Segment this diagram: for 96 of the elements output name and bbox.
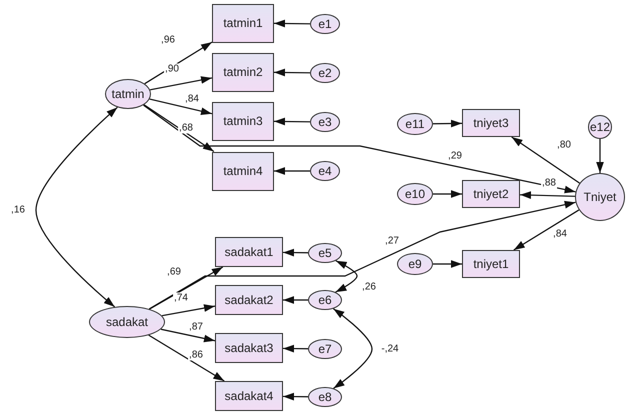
variable-name: tniyet3 bbox=[473, 116, 509, 130]
variable-name: sadakat2 bbox=[224, 293, 274, 307]
latent-variable-ellipse bbox=[310, 161, 340, 181]
coefficient-label: ,90 bbox=[164, 64, 180, 74]
arrow bbox=[143, 104, 576, 194]
observed-variable-box bbox=[215, 381, 283, 411]
latent-variable-ellipse bbox=[397, 183, 433, 205]
coefficient-label: ,26 bbox=[361, 282, 377, 292]
coefficient-label: ,86 bbox=[188, 350, 204, 360]
observed-variable-box bbox=[462, 180, 520, 208]
variable-name: sadakat bbox=[106, 315, 148, 329]
variable-name: tatmin4 bbox=[223, 164, 263, 178]
latent-variable-ellipse bbox=[310, 63, 340, 83]
observed-variable-box bbox=[462, 109, 520, 137]
latent-variable-ellipse bbox=[310, 112, 340, 132]
observed-variable-box bbox=[212, 52, 274, 92]
variable-name: e7 bbox=[318, 342, 332, 356]
arrow bbox=[150, 98, 212, 115]
latent-variable-ellipse bbox=[575, 173, 625, 221]
variable-name: e11 bbox=[405, 117, 425, 131]
covariance-arrow bbox=[333, 308, 373, 389]
coefficient-label: ,27 bbox=[384, 236, 400, 246]
observed-variable-box bbox=[212, 152, 274, 190]
variable-name: e10 bbox=[404, 187, 426, 201]
variable-name: e1 bbox=[318, 17, 332, 31]
arrow bbox=[283, 248, 308, 256]
coefficient-label: ,68 bbox=[178, 122, 194, 134]
coefficient-label: ,84 bbox=[184, 94, 200, 104]
arrow bbox=[283, 296, 308, 304]
arrow bbox=[432, 120, 462, 128]
arrow bbox=[511, 136, 580, 184]
variable-name: tniyet2 bbox=[473, 187, 509, 201]
variable-name: e12 bbox=[590, 120, 610, 134]
arrow bbox=[274, 68, 310, 76]
coefficient-label: ,16 bbox=[10, 204, 26, 216]
variable-name: e5 bbox=[318, 246, 332, 260]
arrow bbox=[144, 42, 212, 84]
arrow bbox=[513, 209, 580, 251]
coefficient-label: ,69 bbox=[166, 266, 182, 278]
latent-variable-ellipse bbox=[397, 253, 433, 275]
arrow bbox=[596, 139, 604, 173]
variable-name: e8 bbox=[318, 390, 332, 404]
coefficient-label: -,24 bbox=[380, 344, 400, 354]
variable-name: tatmin3 bbox=[223, 114, 263, 128]
variable-name: tatmin2 bbox=[223, 65, 263, 79]
latent-variable-ellipse bbox=[105, 79, 151, 109]
variable-name: e3 bbox=[318, 115, 332, 129]
arrow bbox=[274, 167, 310, 175]
variable-name: sadakat3 bbox=[224, 341, 274, 355]
variable-name: e9 bbox=[408, 257, 422, 271]
latent-variable-ellipse bbox=[308, 339, 342, 359]
latent-variable-ellipse bbox=[588, 115, 612, 139]
variable-name: Tniyet bbox=[584, 190, 616, 204]
variable-name: tatmin bbox=[112, 87, 144, 101]
variable-name: e2 bbox=[318, 66, 332, 80]
latent-variable-ellipse bbox=[89, 306, 165, 338]
arrow bbox=[274, 20, 310, 28]
coefficient-label: ,74 bbox=[173, 292, 189, 304]
arrow bbox=[433, 260, 462, 268]
coefficient-label: ,80 bbox=[556, 140, 572, 150]
latent-variable-ellipse bbox=[308, 243, 342, 263]
arrow bbox=[149, 266, 224, 310]
observed-variable-box bbox=[215, 333, 283, 363]
arrow bbox=[148, 334, 225, 382]
coefficient-label: ,96 bbox=[160, 34, 176, 46]
latent-variable-ellipse bbox=[308, 290, 342, 310]
arrow bbox=[520, 191, 576, 199]
arrow bbox=[283, 392, 308, 400]
observed-variable-box bbox=[215, 237, 283, 267]
arrow bbox=[144, 104, 214, 152]
coefficient-label: ,88 bbox=[541, 178, 557, 188]
variable-name: sadakat4 bbox=[224, 389, 274, 403]
arrow bbox=[433, 190, 462, 198]
arrow bbox=[150, 76, 212, 90]
arrow bbox=[148, 200, 576, 310]
coefficient-label: ,84 bbox=[552, 228, 568, 240]
arrow bbox=[162, 304, 216, 316]
latent-variable-ellipse bbox=[310, 14, 340, 34]
variable-name: sadakat1 bbox=[224, 245, 274, 259]
arrow bbox=[274, 118, 310, 126]
covariance-arrow bbox=[35, 106, 118, 308]
observed-variable-box bbox=[212, 102, 274, 140]
coefficient-label: ,87 bbox=[188, 322, 204, 332]
latent-variable-ellipse bbox=[308, 387, 342, 407]
observed-variable-box bbox=[212, 4, 274, 42]
observed-variable-box bbox=[215, 285, 283, 315]
variable-name: e6 bbox=[318, 293, 332, 307]
observed-variable-box bbox=[462, 250, 520, 278]
variable-name: tniyet1 bbox=[473, 257, 509, 271]
coefficient-label: ,29 bbox=[447, 150, 463, 162]
arrow bbox=[160, 328, 216, 342]
arrow bbox=[283, 344, 308, 352]
latent-variable-ellipse bbox=[397, 113, 433, 135]
variable-name: e4 bbox=[318, 164, 332, 178]
covariance-arrow bbox=[335, 260, 358, 293]
variable-name: tatmin1 bbox=[223, 16, 263, 30]
